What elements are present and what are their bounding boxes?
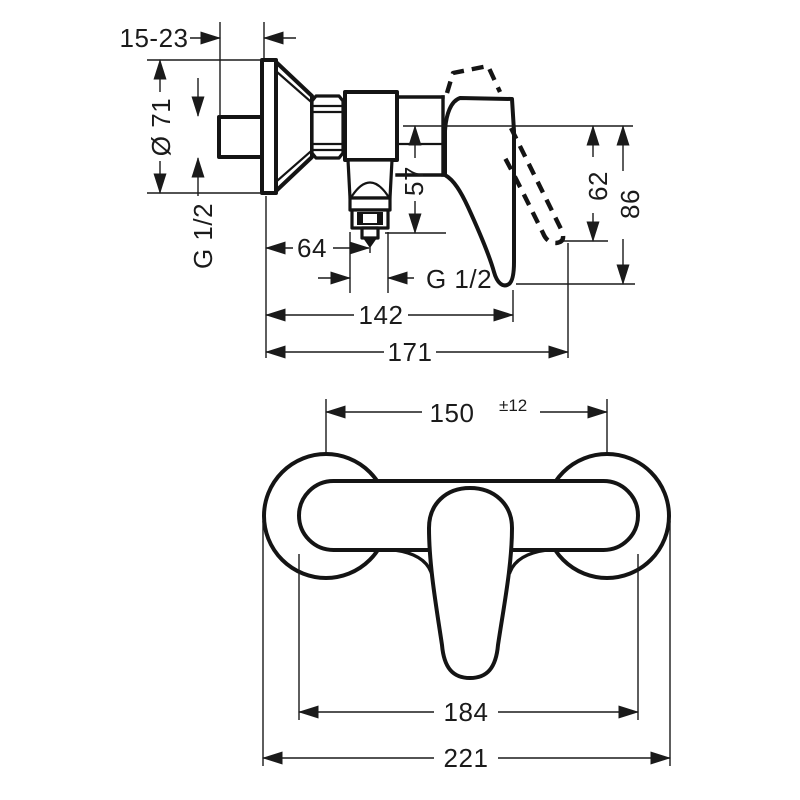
- valve-body: [343, 90, 399, 162]
- dim-projection-142-label: 142: [359, 300, 404, 330]
- dim-connection-tolerance-label: ±12: [499, 396, 527, 415]
- outlet-drip-point: [363, 238, 377, 248]
- dim-connection-distance-label: 150: [430, 398, 475, 428]
- handle-side-profile: [443, 96, 516, 288]
- dim-handle-total-drop-label: 86: [615, 189, 645, 219]
- dim-escutcheon-diameter-label: Ø 71: [146, 98, 176, 156]
- front-view: 150 ±12 184 221: [262, 396, 671, 773]
- escutcheon-rim: [260, 58, 278, 195]
- dim-outlet-thread-label: G 1/2: [426, 264, 492, 294]
- valve-dome-arc: [350, 181, 390, 198]
- escutcheon-cone-inner-line-top: [275, 70, 312, 103]
- dim-handle-open-drop-label: 62: [583, 171, 613, 201]
- dim-wall-depth-label: 15-23: [120, 23, 189, 53]
- dim-outlet-drop-label: 57: [399, 166, 429, 196]
- side-view: 15-23 Ø 71 G 1/2 57 64 G 1/2 142: [120, 22, 645, 367]
- handle-fillet-left: [392, 548, 434, 575]
- outlet-nut-section-notch: [363, 214, 377, 223]
- dim-outlet-offset-label: 64: [297, 233, 327, 263]
- escutcheon-cone: [274, 60, 314, 193]
- escutcheon-cone-inner-line-bottom: [275, 150, 312, 183]
- dim-overall-width-label: 221: [444, 743, 489, 773]
- outlet-tip: [360, 226, 380, 240]
- wall-pipe-stub: [217, 115, 264, 159]
- handle-fillet-right: [507, 548, 549, 575]
- dim-projection-171-label: 171: [388, 337, 433, 367]
- handle-open-position-dashed-top: [444, 63, 502, 94]
- dim-inlet-thread-label: G 1/2: [188, 203, 218, 269]
- outlet-collar: [348, 196, 392, 212]
- handle-open-position-dashed-lever: [503, 127, 566, 246]
- dim-body-width-label: 184: [444, 697, 489, 727]
- handle-front-profile: [427, 486, 514, 680]
